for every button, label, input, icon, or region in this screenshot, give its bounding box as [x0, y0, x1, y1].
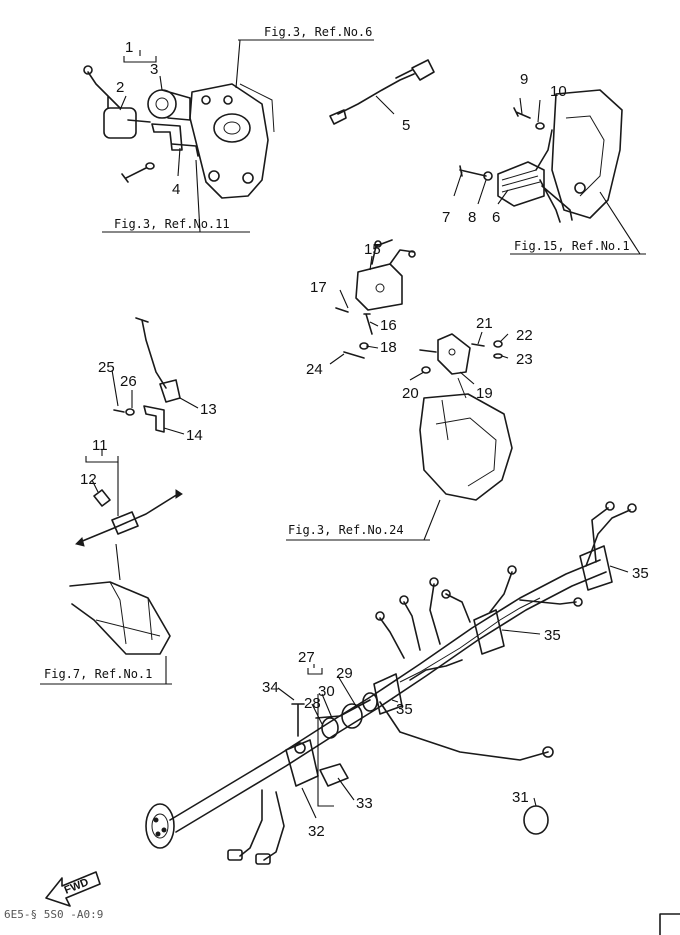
part-15-switch: [355, 239, 416, 311]
leader-lines: [40, 39, 646, 819]
battery-leads: [227, 789, 285, 865]
footer-code: 6E5-§ 5S0 -A0:9: [4, 908, 103, 921]
callout-4: 4: [172, 181, 180, 198]
part-19-bracket: [419, 333, 471, 375]
part-31-cap: [523, 805, 549, 835]
callout-31: 31: [512, 789, 529, 806]
part-33-clip: [319, 763, 349, 787]
callout-10: 10: [550, 83, 567, 100]
bracket-left-lower: [69, 581, 171, 655]
callout-32: 32: [308, 823, 325, 840]
callout-12: 12: [80, 471, 97, 488]
callout-11: 11: [92, 437, 108, 454]
callout-17: 17: [310, 279, 327, 296]
screw-washer-top-left: [121, 162, 155, 183]
callout-26: 26: [120, 373, 137, 390]
harness-terminals: [375, 501, 637, 758]
callout-labels: 1 2 3 4 5 6 7 8 9 10 11 12 13 14 15 16 1…: [80, 39, 649, 840]
fwd-arrow: FWD: [45, 871, 101, 907]
callout-15: 15: [364, 241, 381, 258]
callout-16: 16: [380, 317, 397, 334]
harness-branches: [315, 507, 631, 761]
parts-25-26-hardware: [113, 408, 135, 416]
callout-3: 3: [150, 61, 158, 78]
callout-8: 8: [468, 209, 476, 226]
callout-29: 29: [336, 665, 353, 682]
clamps-35: [373, 545, 613, 715]
parts-27-30-grommets: [321, 692, 378, 739]
harness-connector-left: [145, 803, 175, 849]
callout-22: 22: [516, 327, 533, 344]
part-12-fuse: [93, 489, 111, 507]
part-4-plate: [151, 123, 199, 157]
casting-center: [419, 377, 513, 501]
reference-labels: Fig.3, Ref.No.6 Fig.3, Ref.No.11 Fig.15,…: [44, 25, 630, 681]
callout-35-top: 35: [632, 565, 649, 582]
callout-13: 13: [200, 401, 217, 418]
callout-20: 20: [402, 385, 419, 402]
callout-2: 2: [116, 79, 124, 96]
callout-24: 24: [306, 361, 323, 378]
callout-21: 21: [476, 315, 493, 332]
casting-top-right: [551, 89, 623, 219]
callout-19: 19: [476, 385, 493, 402]
callout-35-middle: 35: [544, 627, 561, 644]
parts-16-18-screws: [335, 307, 373, 359]
part-6-rectifier: [497, 129, 573, 223]
part-11-cable: [75, 489, 183, 547]
callout-1: 1: [125, 39, 133, 56]
callout-35-lower: 35: [396, 701, 413, 718]
callout-27: 27: [298, 649, 315, 666]
part-14-stay: [143, 405, 165, 433]
callout-9: 9: [520, 71, 528, 88]
callout-30: 30: [318, 683, 335, 700]
callout-5: 5: [402, 117, 410, 134]
callout-14: 14: [186, 427, 203, 444]
ref-fig7-no1: Fig.7, Ref.No.1: [44, 667, 152, 681]
callout-7: 7: [442, 209, 450, 226]
callout-25: 25: [98, 359, 115, 376]
parts-20-23-hardware: [421, 340, 503, 374]
part-13-switch: [135, 317, 181, 403]
casting-bracket-top-left: [189, 83, 275, 199]
ref-fig3-no24: Fig.3, Ref.No.24: [288, 523, 404, 537]
ref-fig15-no1: Fig.15, Ref.No.1: [514, 239, 630, 253]
callout-28: 28: [304, 695, 321, 712]
callout-18: 18: [380, 339, 397, 356]
ref-fig3-no6: Fig.3, Ref.No.6: [264, 25, 372, 39]
screws-7-10: [459, 107, 545, 181]
corner-mark: [659, 913, 680, 935]
callout-23: 23: [516, 351, 533, 368]
main-wire-harness: [169, 559, 607, 833]
part-34-bolt: [291, 703, 305, 737]
callout-33: 33: [356, 795, 373, 812]
part-2-relay: [83, 65, 151, 139]
callout-6: 6: [492, 209, 500, 226]
part-3-holder: [147, 89, 191, 121]
part-5-cable: [329, 59, 435, 125]
callout-34: 34: [262, 679, 279, 696]
ref-fig3-no11: Fig.3, Ref.No.11: [114, 217, 230, 231]
